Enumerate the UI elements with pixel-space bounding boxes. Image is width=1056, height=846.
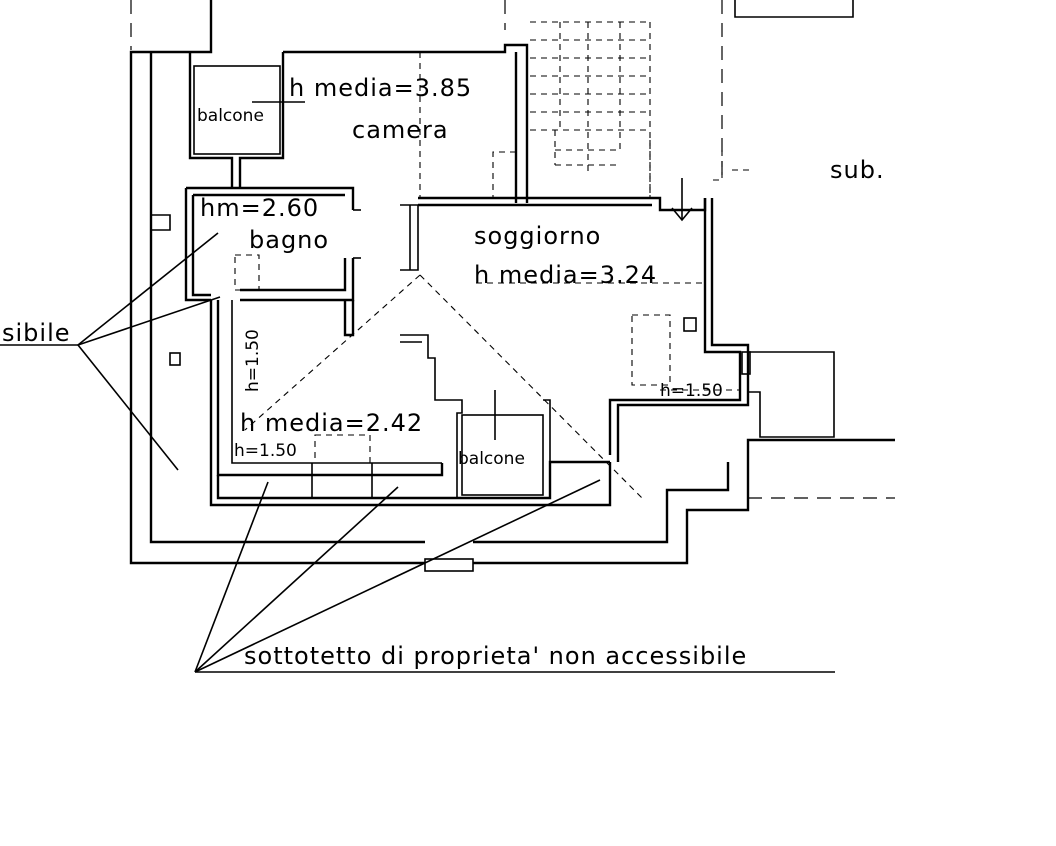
lower-height-label: h media=2.42	[240, 409, 423, 437]
staircase	[530, 21, 693, 222]
bagno-height-label: hm=2.60	[200, 194, 319, 222]
bagno-label: bagno	[249, 226, 329, 254]
inner-walls	[169, 43, 835, 507]
left-note-label: sibile	[2, 319, 71, 347]
camera-height-label: h media=3.85	[289, 74, 472, 102]
leader-lines	[0, 101, 835, 673]
camera-label: camera	[352, 116, 449, 144]
h150-bottom-label: h=1.50	[234, 441, 297, 461]
attic-note-label: sottotetto di proprieta' non accessibile	[244, 642, 747, 670]
soggiorno-label: soggiorno	[474, 222, 601, 250]
top-boundaries	[130, 0, 854, 180]
outer-walls	[129, 0, 895, 572]
balcone-bottom-label: balcone	[458, 449, 525, 469]
soggiorno-height-label: h media=3.24	[474, 261, 657, 289]
room-labels: h media=3.85 camera balcone hm=2.60 bagn…	[2, 74, 885, 670]
balcone-top-label: balcone	[197, 106, 264, 126]
h150-vertical-label: h=1.50	[243, 329, 263, 392]
dashed-lines	[234, 52, 752, 499]
sub-label: sub.	[830, 156, 885, 184]
h150-right-label: h=1.50	[660, 381, 723, 401]
